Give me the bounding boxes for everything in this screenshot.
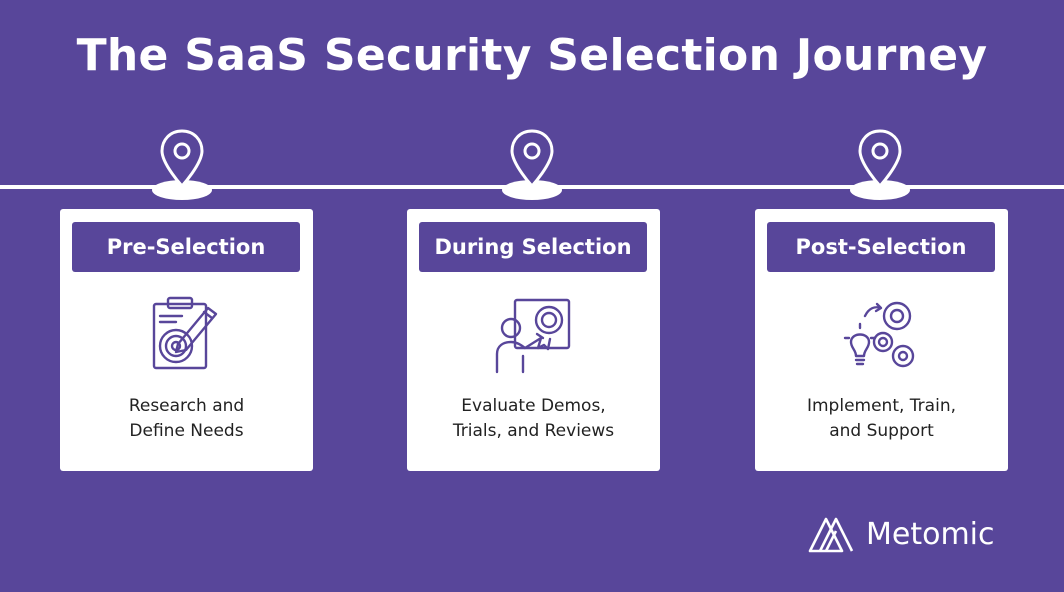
page-title: The SaaS Security Selection Journey <box>76 30 988 81</box>
lightbulb-gears-icon <box>843 301 915 368</box>
metomic-logo-icon <box>808 517 854 553</box>
stage-card-post-selection: Post-Selection Implement, Train, and Sup… <box>755 209 1008 471</box>
location-pin-icon <box>160 129 204 189</box>
pin-base <box>152 180 212 200</box>
stage-description: Evaluate Demos, Trials, and Reviews <box>407 394 660 444</box>
stage-description-line: Research and <box>128 396 245 416</box>
pin-base <box>850 180 910 200</box>
stage-label: Post-Selection <box>767 222 995 272</box>
stage-description-line: and Support <box>829 421 934 441</box>
stage-label: Pre-Selection <box>72 222 300 272</box>
stage-description-line: Trials, and Reviews <box>452 421 615 441</box>
location-pin-icon <box>510 129 554 189</box>
stage-description-line: Implement, Train, <box>806 396 956 416</box>
brand-mark: Metomic <box>808 514 995 554</box>
stage-description-line: Define Needs <box>129 421 244 441</box>
brand-name: Metomic <box>866 516 995 552</box>
stage-label: During Selection <box>419 222 647 272</box>
stage-description: Implement, Train, and Support <box>755 394 1008 444</box>
pin-base <box>502 180 562 200</box>
stage-description-line: Evaluate Demos, <box>461 396 606 416</box>
stage-description: Research and Define Needs <box>60 394 313 444</box>
location-pin-icon <box>858 129 902 189</box>
clipboard-target-pencil-icon <box>152 296 218 370</box>
presenter-board-gear-icon <box>495 298 571 374</box>
stage-card-during-selection: During Selection Evaluate Demos, Trials,… <box>407 209 660 471</box>
stage-card-pre-selection: Pre-Selection Research and Define Needs <box>60 209 313 471</box>
